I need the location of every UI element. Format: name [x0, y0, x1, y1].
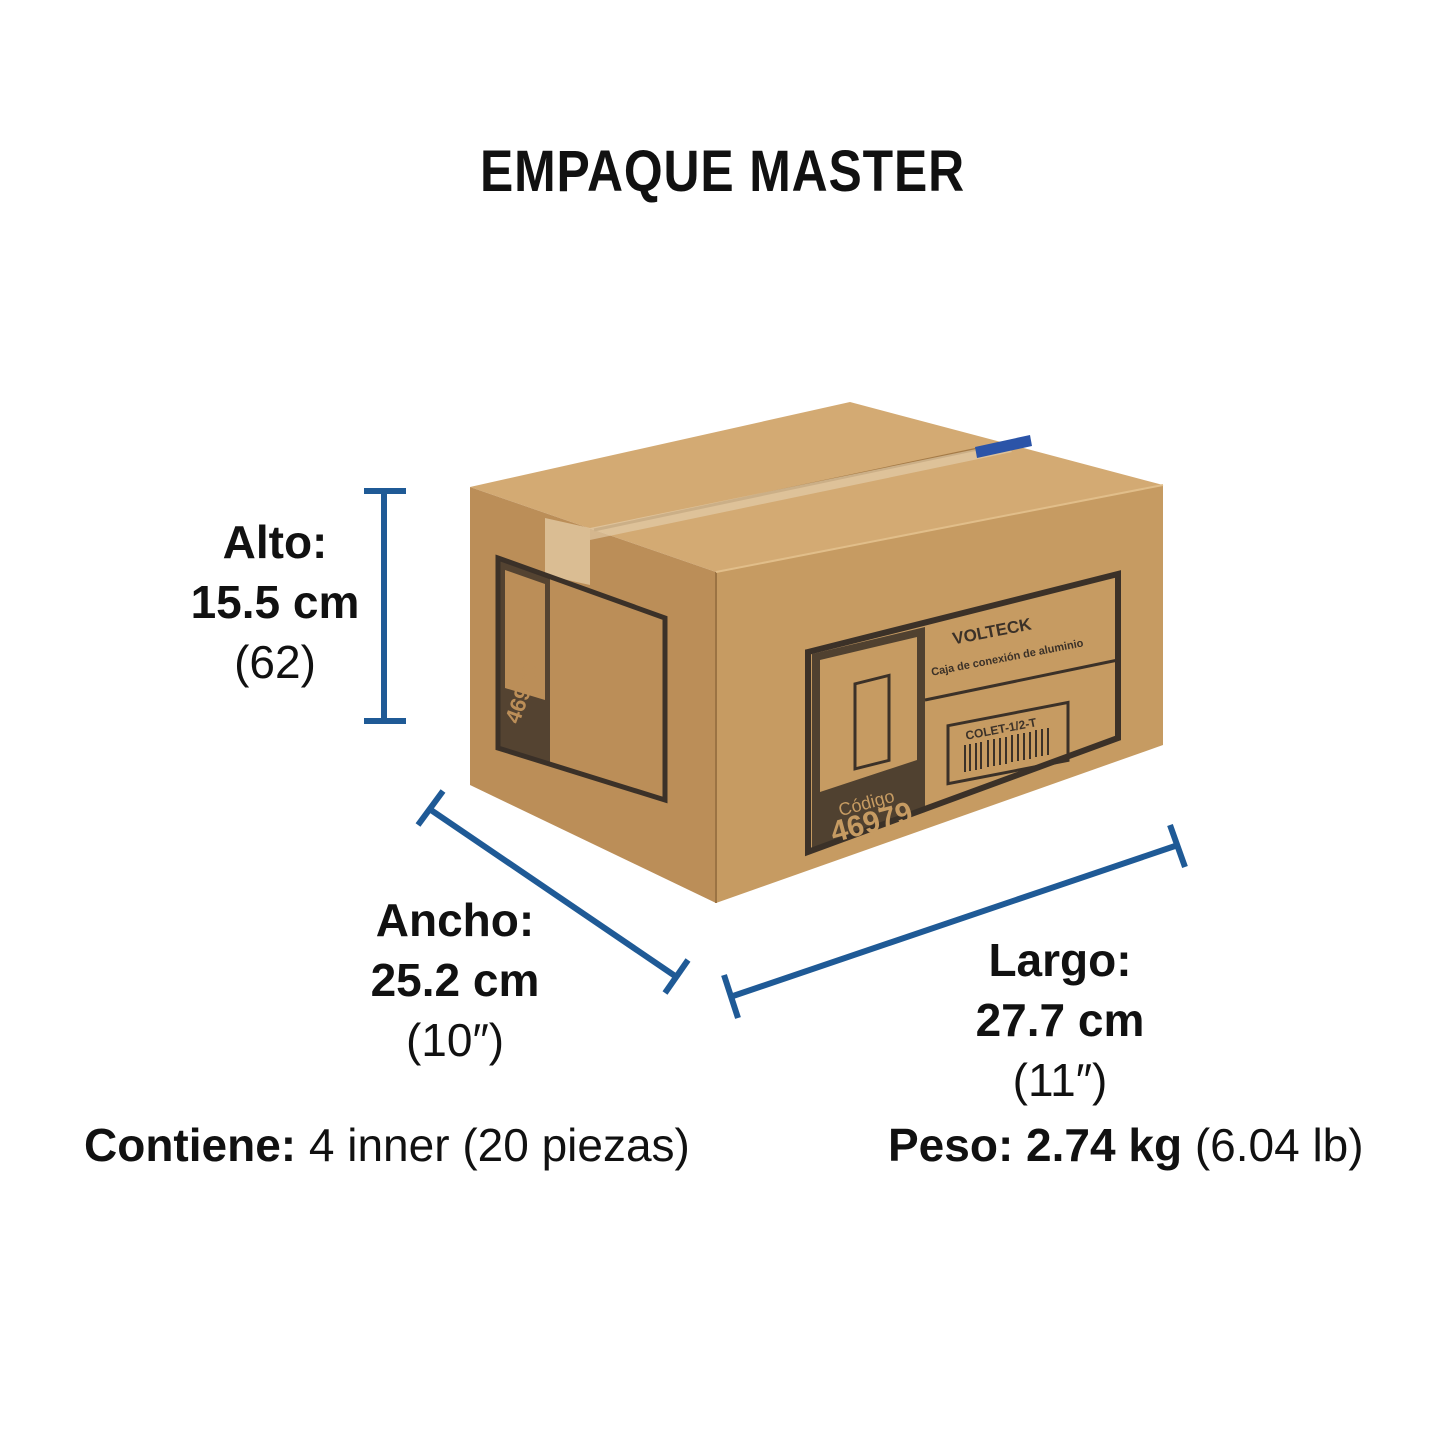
dimension-ancho: Ancho: 25.2 cm (10″): [340, 890, 570, 1070]
tape: [545, 518, 590, 585]
ancho-label: Ancho:: [375, 894, 535, 946]
ancho-imperial: (10″): [405, 1014, 505, 1066]
sticker: [975, 435, 1032, 458]
dimension-line-largo: [721, 823, 1188, 1019]
dimension-line-alto: [364, 488, 406, 724]
largo-label: Largo:: [988, 934, 1132, 986]
page-title: EMPAQUE MASTER: [479, 139, 965, 204]
front-label-panel: [805, 570, 1121, 857]
alto-metric: 15.5 cm: [190, 576, 360, 628]
largo-metric: 27.7 cm: [975, 994, 1145, 1046]
contents-value: 4 inner (20 piezas): [308, 1119, 690, 1171]
weight-info: Peso: 2.74 kg (6.04 lb): [888, 1118, 1364, 1172]
dimension-line-ancho: [415, 789, 691, 995]
contents-info: Contiene: 4 inner (20 piezas): [84, 1118, 690, 1172]
alto-label: Alto:: [222, 516, 328, 568]
barcode: [964, 728, 1049, 772]
largo-imperial: (11″): [1012, 1054, 1108, 1106]
side-label-panel: [495, 554, 668, 804]
alto-imperial: (62): [234, 636, 316, 688]
weight-imperial: (6.04 lb): [1194, 1119, 1364, 1171]
weight-label: Peso:: [888, 1119, 1014, 1171]
contents-label: Contiene:: [84, 1119, 297, 1171]
dimension-alto: Alto: 15.5 cm (62): [170, 512, 380, 692]
weight-value: 2.74 kg: [1026, 1119, 1183, 1171]
ancho-metric: 25.2 cm: [370, 954, 540, 1006]
dimension-largo: Largo: 27.7 cm (11″): [955, 930, 1165, 1110]
